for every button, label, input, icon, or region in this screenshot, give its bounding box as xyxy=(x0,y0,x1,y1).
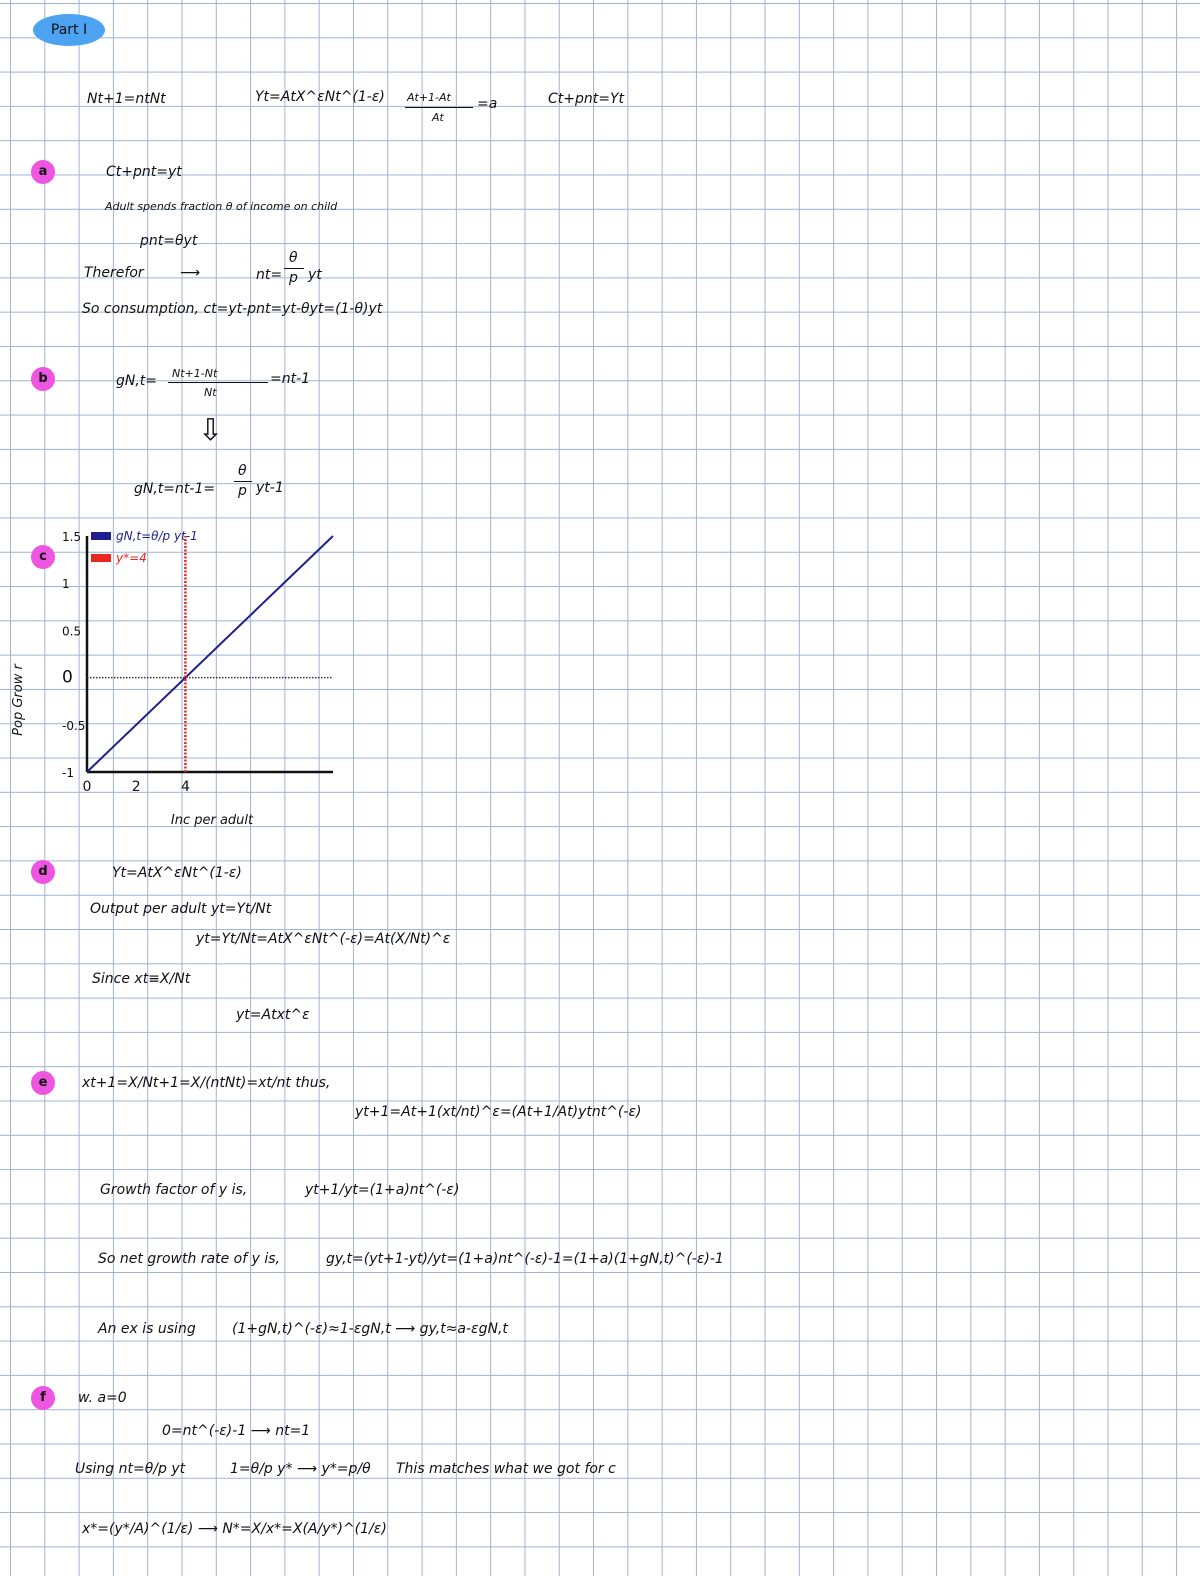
part-a-child-spending: pnt=θyt xyxy=(140,233,198,249)
given-budget-equation: Ct+pnt=Yt xyxy=(548,91,625,107)
part-e-growth-factor-eq: yt+1/yt=(1+a)nt^(-ε) xyxy=(305,1182,460,1198)
part-b-growth-denominator: Nt xyxy=(204,386,217,399)
y-tick-label: 0 xyxy=(62,668,73,688)
part-b-growth-lhs: gN,t= xyxy=(116,373,158,389)
part-b-marker: b xyxy=(31,367,55,391)
given-tech-growth-numerator: At+1-At xyxy=(407,91,451,104)
part-b-growth-rhs: =nt-1 xyxy=(270,371,311,387)
part-a-marker: a xyxy=(31,160,55,184)
part-a-therefore-label: Therefor xyxy=(84,265,144,281)
part-e-net-growth-label: So net growth rate of y is, xyxy=(98,1251,280,1267)
y-tick-label: 1.5 xyxy=(62,530,81,544)
x-tick-label: 0 xyxy=(83,779,92,795)
given-population-equation: Nt+1=ntNt xyxy=(87,91,166,107)
x-tick-label: 2 xyxy=(132,779,141,795)
part-e-net-growth-eq: gy,t=(yt+1-yt)/yt=(1+a)nt^(-ε)-1=(1+a)(1… xyxy=(326,1251,724,1267)
part-b-growth-fraction-bar xyxy=(168,382,268,383)
legend-label-1: gN,t=θ/p yt-1 xyxy=(116,529,198,543)
part-a-fertility-denominator: p xyxy=(289,270,298,286)
part-e-approx-eq: (1+gN,t)^(-ε)≈1-εgN,t ⟶ gy,t≈a-εgN,t xyxy=(232,1321,508,1337)
part-a-fertility-lhs: nt= xyxy=(256,267,283,283)
part-d-marker: d xyxy=(31,860,55,884)
part-f-fertility-one: 0=nt^(-ε)-1 ⟶ nt=1 xyxy=(162,1423,311,1439)
part-f-marker: f xyxy=(31,1386,55,1410)
part-b-growth2-numerator: θ xyxy=(238,463,247,479)
part-d-output-per-adult: Output per adult yt=Yt/Nt xyxy=(90,901,272,917)
part-d-derivation: yt=Yt/Nt=AtX^εNt^(-ε)=At(X/Nt)^ε xyxy=(196,931,451,947)
part-a-budget: Ct+pnt=yt xyxy=(106,164,182,180)
part-f-steady-population: x*=(y*/A)^(1/ε) ⟶ N*=X/x*=X(A/y*)^(1/ε) xyxy=(82,1521,387,1537)
part-b-growth2-denominator: p xyxy=(238,483,247,499)
y-tick-label: 1 xyxy=(62,577,70,591)
part-e-growth-factor-label: Growth factor of y is, xyxy=(100,1182,248,1198)
part-a-fertility-numerator: θ xyxy=(289,250,298,266)
legend-swatch-1 xyxy=(91,532,111,540)
series-line-1 xyxy=(86,535,334,773)
part-a-fertility-rhs: yt xyxy=(308,267,322,283)
legend-label-2: y*=4 xyxy=(115,551,147,565)
part-d-production: Yt=AtX^εNt^(1-ε) xyxy=(112,865,242,881)
given-tech-growth-denominator: At xyxy=(432,111,444,124)
y-tick-label: 0.5 xyxy=(62,624,81,638)
part-b-growth-numerator: Nt+1-Nt xyxy=(172,367,218,380)
part-e-marker: e xyxy=(31,1071,55,1095)
y-axis-label: Pop Grow r xyxy=(11,663,26,736)
part-f-condition: w. a=0 xyxy=(78,1390,127,1406)
part-f-match-note: This matches what we got for c xyxy=(396,1461,616,1477)
y-tick-label: -1 xyxy=(62,766,74,780)
y-tick-label: -0.5 xyxy=(62,719,85,733)
arrow-down-icon: ⇩ xyxy=(198,413,224,448)
part-label: Part I xyxy=(33,14,105,46)
part-a-fertility-fraction-bar xyxy=(284,268,304,269)
part-f-using-label: Using nt=θ/p yt xyxy=(75,1461,186,1477)
part-a-consumption: So consumption, ct=yt-pnt=yt-θyt=(1-θ)yt xyxy=(82,301,383,317)
part-d-result: yt=Atxt^ε xyxy=(236,1007,310,1023)
x-axis-label: Inc per adult xyxy=(171,813,254,828)
legend-swatch-2 xyxy=(91,554,111,562)
arrow-right-icon: ⟶ xyxy=(180,265,201,281)
part-d-since: Since xt≡X/Nt xyxy=(92,971,191,987)
part-e-land-per-adult: xt+1=X/Nt+1=X/(ntNt)=xt/nt thus, xyxy=(82,1075,331,1091)
given-tech-growth-rhs: =a xyxy=(477,96,498,112)
part-e-approx-label: An ex is using xyxy=(98,1321,196,1337)
given-production-equation: Yt=AtX^εNt^(1-ε) xyxy=(255,89,385,105)
part-b-growth2-rhs: yt-1 xyxy=(256,480,284,496)
given-tech-growth-fraction-bar xyxy=(405,107,473,108)
part-f-steady-income: 1=θ/p y* ⟶ y*=p/θ xyxy=(230,1461,371,1477)
part-c-marker: c xyxy=(31,545,55,569)
x-tick-label: 4 xyxy=(181,779,190,795)
part-b-growth2-lhs: gN,t=nt-1= xyxy=(134,481,216,497)
part-a-fraction-text: Adult spends fraction θ of income on chi… xyxy=(105,200,338,213)
part-b-growth2-fraction-bar xyxy=(234,481,252,482)
part-e-next-output: yt+1=At+1(xt/nt)^ε=(At+1/At)ytnt^(-ε) xyxy=(355,1104,642,1120)
